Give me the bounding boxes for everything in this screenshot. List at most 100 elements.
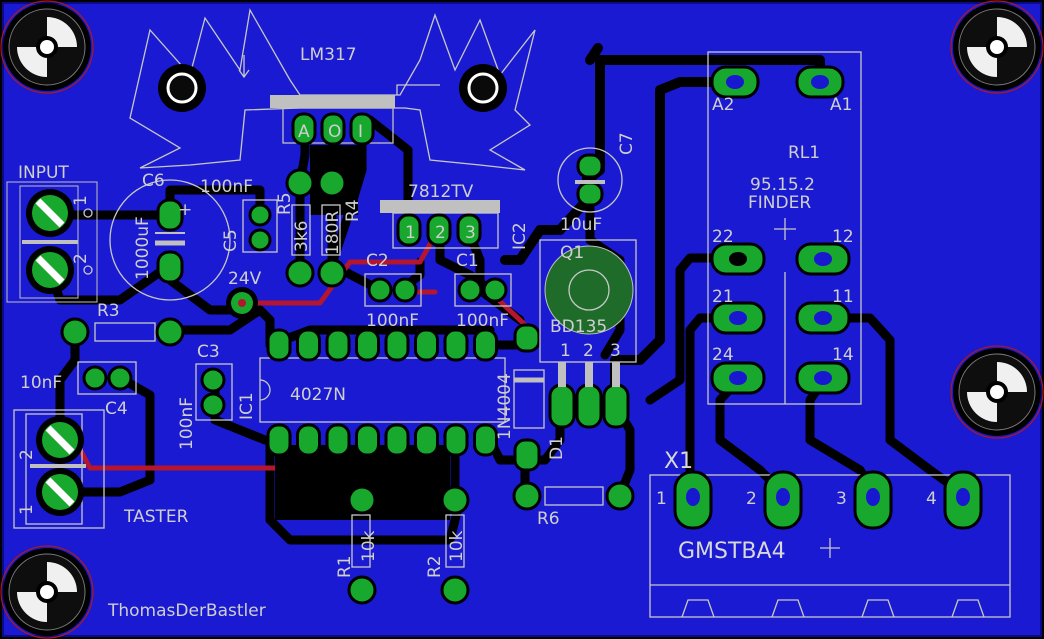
- input-label: INPUT: [18, 163, 69, 183]
- ic1-pad: [384, 328, 410, 362]
- ic1-pad: [296, 423, 321, 457]
- ic1-pad: [473, 328, 498, 362]
- c4-label: C4: [105, 399, 128, 419]
- ic1-type: 4027N: [290, 385, 346, 405]
- r4-value: 180R: [323, 211, 343, 255]
- resistor-r5: R5 3k6: [275, 168, 315, 288]
- ic1-pad: [355, 328, 380, 362]
- c2-value: 100nF: [366, 311, 419, 331]
- x1-pin-4: 4: [926, 489, 937, 509]
- c3-label: C3: [197, 342, 220, 362]
- lm317-regulator: LM317 A O I: [270, 45, 395, 146]
- relay-p12: 12: [832, 227, 854, 247]
- ic1-4027n: 4027N IC1: [237, 328, 506, 457]
- q1-pin-3: 3: [610, 341, 621, 361]
- transistor-q1: Q1 BD135 1 2 3: [539, 239, 637, 429]
- relay-p21: 21: [712, 287, 734, 307]
- r5-value: 3k6: [292, 221, 312, 252]
- d1-type: 1N4004: [495, 373, 515, 440]
- r3-label: R3: [97, 301, 120, 321]
- ic1-pad: [266, 328, 292, 362]
- capacitor-c5: 100nF C5: [200, 177, 278, 253]
- c3-value: 100nF: [177, 397, 197, 450]
- relay-rl1: A2 A1 RL1 95.15.2 FINDER 22 12 21 11 24 …: [707, 51, 862, 405]
- q1-type: BD135: [550, 317, 607, 337]
- capacitor-c7: C7 10uF: [557, 132, 637, 235]
- resistor-r4: R4 180R: [317, 168, 363, 288]
- relay-p11: 11: [832, 287, 854, 307]
- q1-pin-2: 2: [583, 341, 594, 361]
- c6-value: 1000uF: [133, 216, 153, 280]
- c5-value: 100nF: [200, 177, 253, 197]
- capacitor-c2: C2 100nF: [364, 251, 422, 331]
- relay-type: 95.15.2: [750, 175, 815, 195]
- x1-type: GMSTBA4: [678, 539, 786, 564]
- ic1-pad: [296, 328, 321, 362]
- ic1-pad: [384, 423, 410, 457]
- q1-pin-1: 1: [560, 341, 571, 361]
- r1-value: 10k: [359, 530, 379, 562]
- ic2-7812: 7812TV IC2 1 2 3: [380, 182, 530, 250]
- c1-value: 100nF: [456, 311, 509, 331]
- ic1-label: IC1: [237, 392, 257, 420]
- relay-label: RL1: [788, 143, 820, 163]
- ic2-label: IC2: [510, 222, 530, 250]
- capacitor-c3: C3 100nF: [177, 342, 233, 450]
- ic1-pad: [414, 328, 439, 362]
- c4-value: 10nF: [20, 373, 62, 393]
- x1-pin-2: 2: [746, 489, 757, 509]
- label-24v: 24V: [228, 269, 262, 289]
- mounting-hole-top-right: [950, 0, 1044, 94]
- taster-terminal: TASTER 2 1: [13, 409, 189, 529]
- diode-d1: 1N4004 D1: [495, 323, 567, 472]
- r1-label: R1: [335, 555, 355, 578]
- r2-label: R2: [425, 555, 445, 578]
- lm317-pin-i: I: [358, 122, 363, 142]
- c2-label: C2: [366, 251, 389, 271]
- resistor-r1: R1 10k: [335, 485, 379, 605]
- r2-value: 10k: [447, 530, 467, 562]
- capacitor-c4: 10nF C4: [20, 361, 137, 419]
- x1-pin-1: 1: [656, 489, 667, 509]
- ic2-type: 7812TV: [408, 182, 474, 202]
- relay-p14: 14: [832, 345, 854, 365]
- ic1-pad: [325, 328, 351, 362]
- resistor-r3: R3: [60, 301, 185, 347]
- relay-p22: 22: [712, 227, 734, 247]
- r5-label: R5: [275, 192, 295, 215]
- c7-value: 10uF: [560, 215, 602, 235]
- svg-text:3: 3: [465, 223, 476, 243]
- mounting-hole-bottom-left: [0, 545, 94, 639]
- mounting-hole-top-left: [0, 0, 94, 94]
- capacitor-c6: C6 1000uF +: [109, 171, 231, 301]
- ic1-pad: [266, 423, 292, 457]
- ic1-pad: [355, 423, 380, 457]
- mounting-hole-mid-right: [950, 345, 1044, 439]
- resistor-r2: R2 10k: [425, 485, 470, 605]
- heatsink-hole-right: [459, 64, 507, 112]
- input-pin-2: 2: [71, 253, 91, 264]
- taster-pin-2: 2: [17, 449, 37, 460]
- x1-pin-3: 3: [836, 489, 847, 509]
- c6-label: C6: [142, 171, 165, 191]
- svg-text:1: 1: [405, 223, 416, 243]
- input-terminal: INPUT 1 2: [6, 163, 98, 303]
- relay-p24: 24: [712, 345, 734, 365]
- relay-a2: A2: [712, 95, 734, 115]
- c1-label: C1: [456, 251, 479, 271]
- heatsink-outline: [129, 8, 536, 171]
- ic1-pad: [443, 423, 469, 457]
- c5-label: C5: [221, 229, 241, 252]
- lm317-label: LM317: [300, 45, 357, 65]
- r6-label: R6: [537, 509, 560, 529]
- ic1-pad: [473, 423, 498, 457]
- r4-label: R4: [343, 199, 363, 222]
- svg-text:2: 2: [435, 223, 446, 243]
- resistor-r6: R6: [512, 481, 635, 529]
- d1-label: D1: [547, 436, 567, 460]
- relay-maker: FINDER: [748, 193, 811, 213]
- ic1-pad: [443, 328, 469, 362]
- lm317-pin-a: A: [298, 122, 310, 142]
- ic1-pad: [414, 423, 439, 457]
